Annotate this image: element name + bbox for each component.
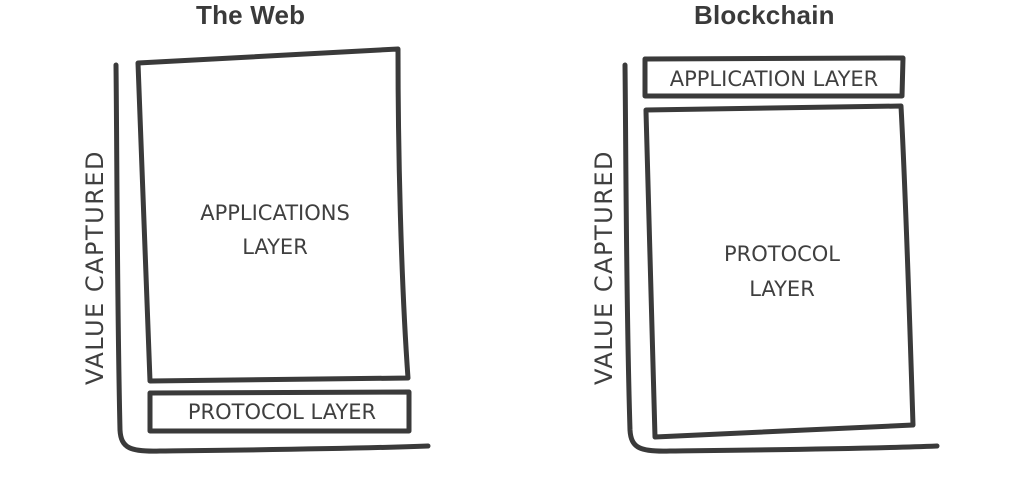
web-axis — [113, 62, 431, 454]
blockchain-diagram-title: Blockchain — [694, 0, 835, 30]
blockchain-axis-label: VALUE CAPTURED — [590, 150, 618, 385]
blockchain-protocol-box — [643, 103, 916, 440]
blockchain-protocol-label-line1: PROTOCOL — [724, 242, 840, 266]
blockchain-axis — [622, 62, 940, 454]
web-diagram-title: The Web — [196, 0, 306, 30]
blockchain-application-box — [642, 55, 906, 99]
web-protocol-label: PROTOCOL LAYER — [188, 400, 376, 424]
web-applications-label-line1: APPLICATIONS — [200, 201, 350, 225]
blockchain-application-label: APPLICATION LAYER — [670, 67, 879, 91]
web-protocol-box — [147, 389, 412, 434]
web-axis-label: VALUE CAPTURED — [81, 150, 109, 385]
blockchain-protocol-label-line2: LAYER — [749, 277, 815, 301]
web-applications-box — [135, 46, 411, 384]
web-applications-label-line2: LAYER — [242, 235, 308, 259]
